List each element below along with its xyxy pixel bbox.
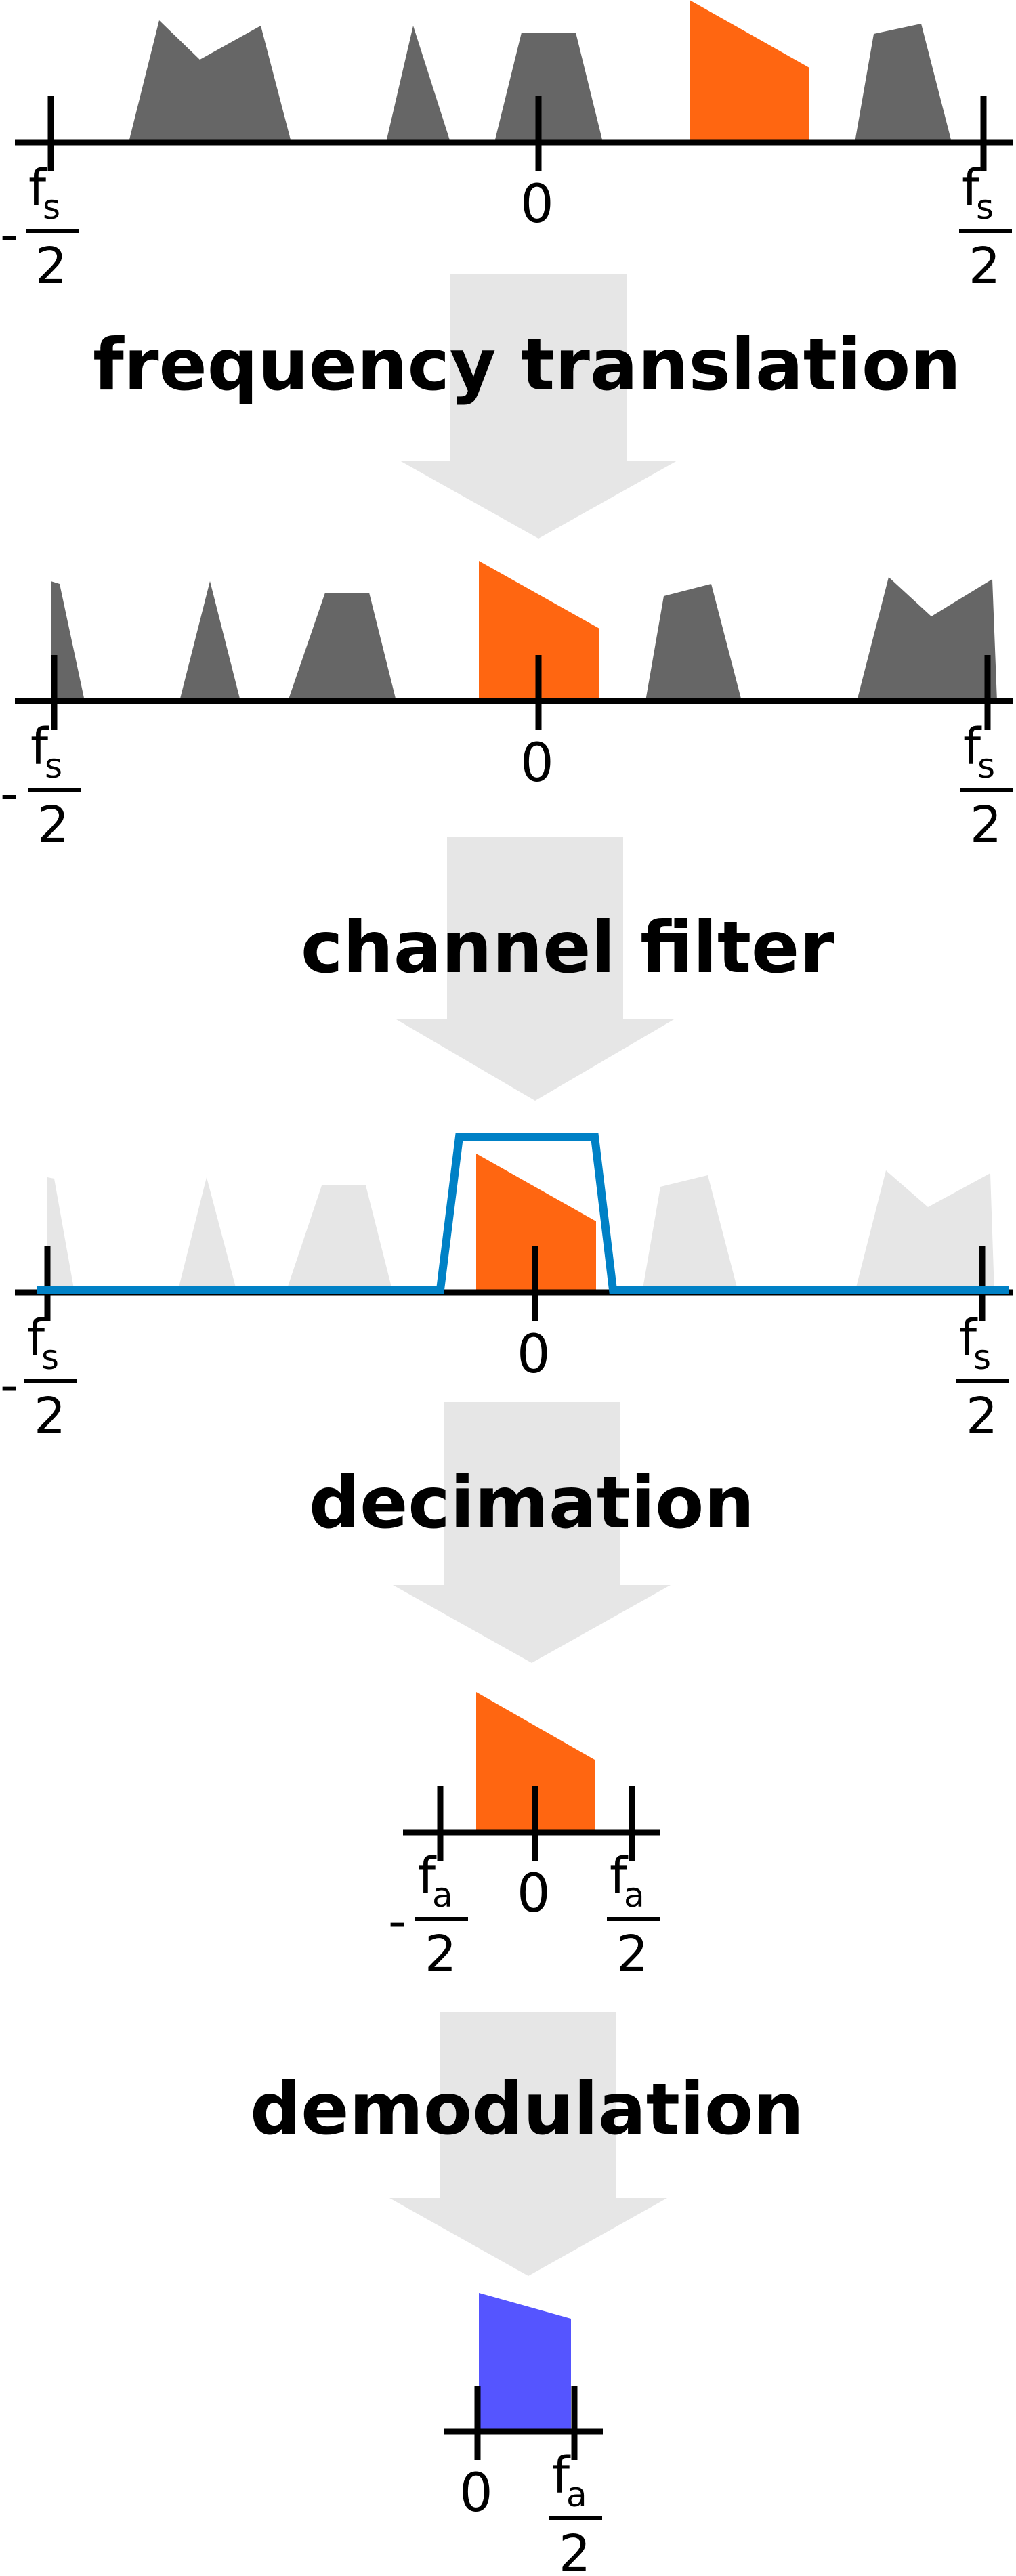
spectrum-panel-translated: - f s 2 0 f s 2 (0, 561, 1013, 854)
denominator: 2 (970, 796, 1002, 854)
selected-channel (690, 0, 809, 142)
spectrum-panel-filtered: - f s 2 0 f s 2 (0, 1133, 1013, 1445)
arrow-shape (389, 2012, 667, 2276)
fs-sub: s (973, 1338, 991, 1377)
fs-f: f (963, 718, 982, 776)
label-minus-fs-half: - f s 2 (0, 1309, 77, 1445)
fs-sub: s (977, 746, 995, 786)
arrow-frequency-translation (400, 274, 677, 539)
denominator: 2 (425, 1925, 457, 1983)
denominator: 2 (559, 2525, 591, 2576)
selected-channel (476, 1692, 595, 1832)
stage-title-channel-filter: channel filter (301, 906, 834, 989)
spectrum-panel-input: - f s 2 0 f s 2 (0, 0, 1013, 295)
stage-title-demodulation: demodulation (250, 2068, 804, 2151)
ghost-channel (286, 1185, 393, 1292)
channel-shape (288, 593, 396, 701)
denominator: 2 (34, 1387, 66, 1445)
arrow-decimation (393, 1402, 671, 1663)
fs-sub: s (976, 188, 994, 227)
label-fs-half: f s 2 (959, 159, 1012, 295)
arrow-shape (393, 1402, 671, 1663)
denominator: 2 (616, 1925, 648, 1983)
label-zero: 0 (459, 2463, 493, 2524)
fa-f: f (610, 1847, 629, 1905)
denominator: 2 (35, 237, 67, 295)
channel-shape (494, 33, 603, 142)
denominator: 2 (969, 237, 1000, 295)
stage-title-frequency-translation: frequency translation (93, 324, 961, 406)
fs-f: f (30, 718, 49, 776)
arrow-demodulation (389, 2012, 667, 2276)
label-zero: 0 (517, 1324, 551, 1385)
fs-f: f (28, 159, 47, 217)
fa-sub: a (566, 2475, 587, 2514)
ghost-channel (177, 1177, 237, 1292)
fs-f: f (959, 1309, 978, 1368)
label-zero: 0 (520, 174, 554, 235)
minus-sign: - (388, 1893, 406, 1951)
label-fa-half: f a 2 (607, 1847, 660, 1983)
label-zero: 0 (517, 1863, 551, 1924)
channel-shape (129, 20, 291, 142)
label-zero: 0 (520, 733, 554, 794)
channel-shape (645, 584, 742, 701)
label-fs-half: f s 2 (960, 718, 1013, 854)
stage-title-decimation: decimation (309, 1462, 755, 1544)
channel-shape (857, 577, 997, 701)
fs-f: f (962, 159, 981, 217)
arrow-channel-filter (396, 837, 674, 1101)
channel-shape (179, 581, 240, 701)
label-fs-half: f s 2 (956, 1309, 1009, 1445)
spectrum-panel-decimated: - f a 2 0 f a 2 (388, 1692, 660, 1983)
filter-response (37, 1133, 1009, 1294)
fs-f: f (27, 1309, 46, 1368)
channel-shape (51, 581, 85, 701)
label-fa-half: f a 2 (549, 2447, 602, 2576)
channel-shape (386, 26, 450, 142)
fs-sub: s (43, 188, 60, 227)
fs-sub: s (45, 746, 62, 786)
arrow-shape (396, 837, 674, 1101)
ghost-channel (642, 1175, 738, 1292)
label-minus-fs-half: - f s 2 (0, 159, 79, 295)
minus-sign: - (0, 765, 18, 823)
channel-shape (855, 24, 952, 142)
selected-channel (479, 561, 599, 701)
fa-sub: a (432, 1876, 453, 1915)
denominator: 2 (37, 796, 69, 854)
minus-sign: - (0, 1356, 18, 1414)
fa-sub: a (624, 1876, 645, 1915)
fa-f: f (418, 1847, 437, 1905)
selected-channel (476, 1154, 596, 1292)
ghost-channel (47, 1177, 75, 1292)
label-minus-fa-half: - f a 2 (388, 1847, 468, 1983)
ghost-channel (855, 1170, 994, 1292)
demodulated-signal (479, 2293, 571, 2432)
minus-sign: - (0, 206, 18, 264)
fs-sub: s (41, 1338, 59, 1377)
label-minus-fs-half: - f s 2 (0, 718, 81, 854)
denominator: 2 (966, 1387, 998, 1445)
spectrum-panel-demodulated: 0 f a 2 (444, 2293, 603, 2576)
fa-f: f (552, 2447, 571, 2505)
arrow-shape (400, 274, 677, 539)
